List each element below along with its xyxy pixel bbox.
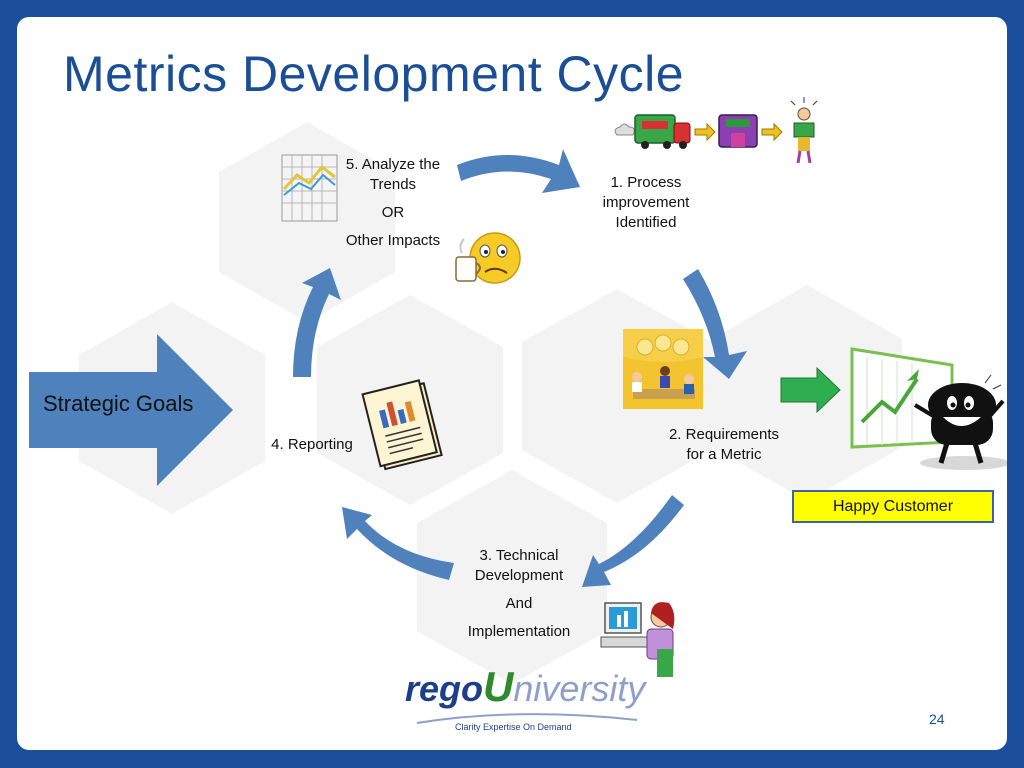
happy-customer-icon: [850, 347, 1007, 470]
hexagon: [219, 122, 395, 322]
coffee-face-icon: [455, 232, 521, 284]
step-3-label: 3. Technical Development And Implementat…: [448, 546, 590, 642]
step-1-line-3: Identified: [615, 214, 677, 231]
cycle-arrow-right: [683, 269, 747, 379]
green-arrow-icon: [780, 366, 841, 414]
cycle-arrow-bottom-left: [342, 507, 454, 580]
truck-process-icon: [614, 97, 818, 164]
strategic-goals-label: Strategic Goals: [43, 391, 194, 416]
logo: regoUniversity: [405, 666, 646, 709]
hexagon: [417, 470, 607, 684]
cycle-arrow-left: [293, 268, 341, 377]
step-2-label: 2. Requirements for a Metric: [653, 425, 795, 465]
step-2-line-1: 2. Requirements: [668, 426, 780, 443]
diagram-canvas: [29, 97, 1007, 724]
report-document-icon: [361, 379, 443, 471]
page-number: 24: [929, 711, 945, 727]
logo-rego: rego: [405, 668, 484, 709]
slide-title: Metrics Development Cycle: [63, 46, 685, 102]
step-2-line-2: for a Metric: [686, 446, 762, 463]
strategic-goals-arrow: [29, 334, 233, 486]
step-3-line-3: And: [505, 595, 533, 612]
logo-u: U: [483, 663, 514, 710]
step-1-line-2: improvement: [602, 194, 690, 211]
chart-icon: [281, 154, 338, 222]
step-4-line-1: 4. Reporting: [271, 436, 353, 453]
step-3-line-1: 3. Technical: [479, 547, 559, 564]
step-5-line-3: OR: [381, 204, 405, 221]
computer-user-icon: [600, 602, 675, 677]
ideas-meeting-icon: [623, 329, 703, 409]
step-5-line-4: Other Impacts: [345, 232, 441, 249]
step-1-line-1: 1. Process: [610, 174, 682, 191]
background-hexagons: [79, 122, 902, 684]
cycle-arrow-top: [457, 149, 580, 193]
step-3-line-2: Development: [474, 567, 564, 584]
cycle-arrows: [293, 149, 747, 587]
logo-tagline: Clarity Expertise On Demand: [455, 722, 572, 732]
step-5-line-1: 5. Analyze the: [345, 156, 441, 173]
step-1-label: 1. Process improvement Identified: [586, 173, 706, 233]
cycle-arrow-bottom-right: [582, 495, 684, 587]
step-5-line-2: Trends: [369, 176, 417, 193]
logo-swoosh: [416, 713, 638, 724]
slide: Metrics Development Cycle 5. Analyze the…: [17, 17, 1007, 750]
step-4-label: 4. Reporting: [257, 435, 367, 455]
happy-customer-box: Happy Customer: [792, 490, 994, 523]
step-5-label: 5. Analyze the Trends OR Other Impacts: [333, 155, 453, 251]
logo-niversity: niversity: [513, 668, 646, 709]
step-3-line-4: Implementation: [467, 623, 571, 640]
